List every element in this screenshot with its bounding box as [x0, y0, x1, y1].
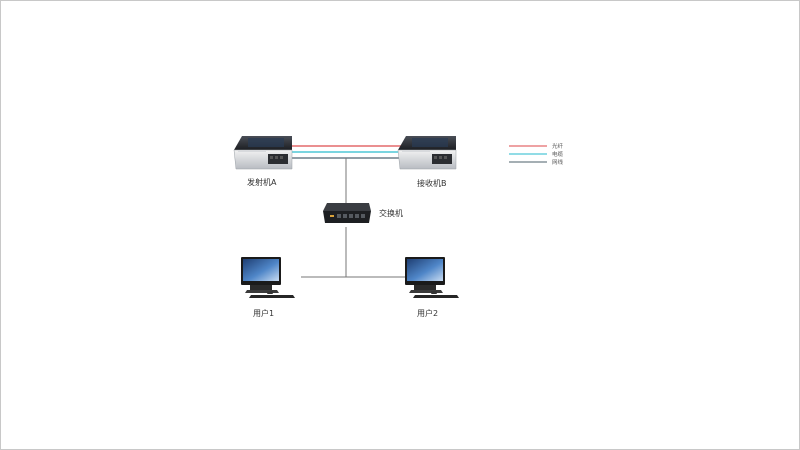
connections — [291, 145, 407, 278]
legend-network-label: 网线 — [552, 160, 564, 166]
legend-cable-label: 电缆 — [552, 152, 564, 158]
user1-label: 用户1 — [253, 309, 275, 318]
receiver-label: 接收机B — [417, 179, 447, 188]
desktop-computer-icon[interactable] — [241, 257, 295, 298]
desktop-computer-icon[interactable] — [405, 257, 459, 298]
legend-fiber-label: 光纤 — [552, 144, 564, 150]
transmitter-label: 发射机A — [247, 178, 277, 187]
network-switch-icon[interactable] — [323, 203, 371, 223]
legend — [509, 145, 547, 163]
user2-label: 用户2 — [417, 309, 439, 318]
switch-label: 交换机 — [379, 209, 403, 218]
transmitter-box-icon[interactable] — [233, 136, 293, 170]
receiver-box-icon[interactable] — [397, 136, 457, 170]
